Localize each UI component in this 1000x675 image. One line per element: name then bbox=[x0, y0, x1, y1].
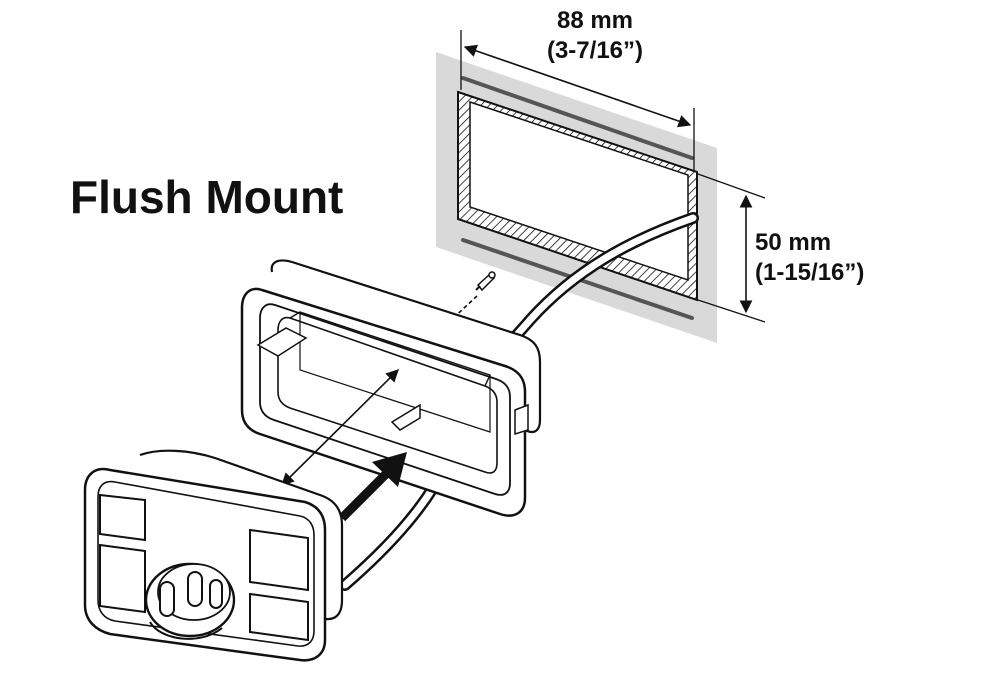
panel-cutout bbox=[457, 90, 698, 302]
insertion-guide-line bbox=[281, 369, 399, 486]
height-dimension-label: 50 mm (1-15/16”) bbox=[755, 228, 864, 288]
height-imperial: (1-15/16”) bbox=[755, 259, 865, 286]
control-button-bottom-right bbox=[249, 592, 309, 642]
control-button-top-left bbox=[99, 493, 146, 542]
width-dimension-label: 88 mm (3-7/16”) bbox=[500, 6, 690, 66]
push-direction-arrow bbox=[338, 452, 407, 522]
control-button-top-right bbox=[249, 528, 309, 592]
width-imperial: (3-7/16”) bbox=[546, 37, 644, 64]
rotary-knob-icon bbox=[144, 562, 236, 640]
page-title: Flush Mount bbox=[70, 171, 344, 223]
control-button-bottom-left bbox=[99, 543, 146, 614]
height-dimension-line bbox=[697, 173, 766, 323]
width-metric: 88 mm bbox=[556, 7, 634, 34]
width-dimension-line bbox=[460, 30, 695, 170]
height-metric: 50 mm bbox=[755, 229, 832, 256]
